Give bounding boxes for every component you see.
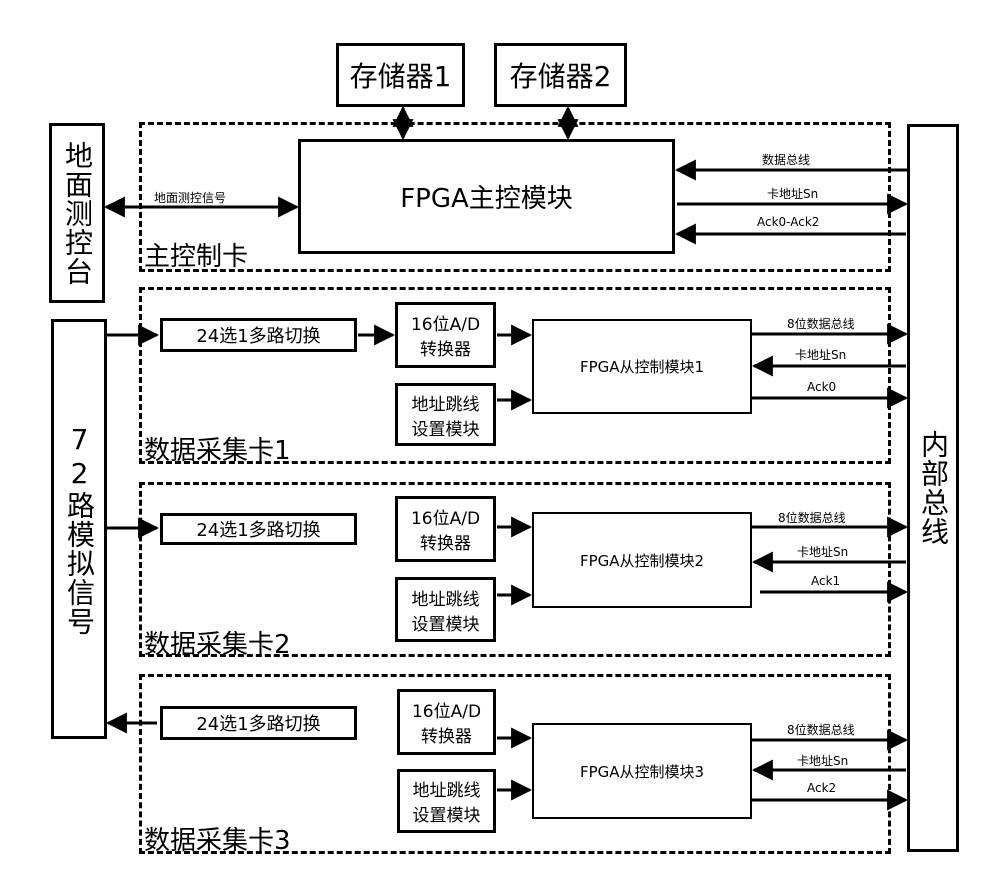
adc3-box: 16位A/D 转换器 [397, 689, 496, 755]
card2-ack-label: Ack1 [811, 574, 841, 588]
card2-label: 数据采集卡2 [144, 630, 291, 660]
storage-1-label: 存储器1 [349, 60, 452, 93]
adc3-line1: 16位A/D [411, 702, 482, 722]
fpga-slave2-box: FPGA从控制模块2 [532, 512, 752, 608]
fpga-slave1-box: FPGA从控制模块1 [532, 319, 752, 414]
adc1-line2: 转换器 [420, 340, 471, 360]
jumper1-line2: 设置模块 [411, 419, 480, 440]
jumper1-line1: 地址跳线 [411, 394, 480, 415]
fpga-slave2-label: FPGA从控制模块2 [579, 551, 705, 570]
mux2-box: 24选1多路切换 [160, 513, 357, 545]
adc1-box: 16位A/D 转换器 [395, 302, 496, 368]
card3-data-label: 8位数据总线 [787, 723, 855, 737]
fpga-master-label: FPGA主控模块 [400, 184, 573, 214]
main-control-card-boundary [139, 122, 891, 272]
data-card3-boundary [139, 674, 891, 854]
storage-2-label: 存储器2 [509, 60, 612, 93]
mux3-label: 24选1多路切换 [196, 714, 321, 735]
data-card1-boundary [139, 287, 891, 464]
card1-label: 数据采集卡1 [144, 436, 291, 466]
jumper1-box: 地址跳线设置模块 [395, 383, 496, 446]
storage-2-box: 存储器2 [494, 43, 627, 107]
data-card2-boundary [139, 482, 891, 657]
jumper3-box: 地址跳线设置模块 [397, 769, 496, 833]
internal-bus-box: 内部总线 [907, 124, 959, 852]
card2-addr-label: 卡地址Sn [797, 545, 849, 559]
internal-bus-label: 内部总线 [917, 430, 950, 546]
adc2-box: 16位A/D 转换器 [395, 496, 496, 562]
jumper2-box: 地址跳线设置模块 [395, 577, 496, 642]
mux1-label: 24选1多路切换 [196, 326, 321, 347]
adc1-line1: 16位A/D [410, 315, 481, 335]
ground-station-box: 地面测控台 [49, 123, 105, 303]
card3-ack-label: Ack2 [807, 781, 837, 795]
adc2-line1: 16位A/D [410, 509, 481, 529]
analog-signal-box: 72路模拟信号 [51, 319, 107, 739]
fpga-master-box: FPGA主控模块 [298, 139, 675, 254]
jumper2-line1: 地址跳线 [411, 589, 480, 610]
analog-signal-label: 72路模拟信号 [63, 422, 96, 636]
jumper2-line2: 设置模块 [411, 614, 480, 635]
mux2-label: 24选1多路切换 [196, 520, 321, 541]
fpga-slave3-label: FPGA从控制模块3 [579, 762, 705, 781]
jumper3-line1: 地址跳线 [412, 781, 481, 801]
card1-addr-label: 卡地址Sn [795, 348, 847, 362]
ground-station-label: 地面测控台 [61, 140, 94, 286]
adc3-line2: 转换器 [421, 727, 472, 747]
main-card-label: 主控制卡 [144, 242, 249, 272]
card2-data-label: 8位数据总线 [778, 511, 846, 525]
fpga-slave1-label: FPGA从控制模块1 [579, 358, 705, 376]
fpga-slave3-box: FPGA从控制模块3 [532, 723, 752, 819]
jumper3-line2: 设置模块 [412, 806, 481, 826]
mux3-box: 24选1多路切换 [160, 706, 357, 740]
card3-addr-label: 卡地址Sn [797, 754, 849, 768]
mux1-box: 24选1多路切换 [160, 318, 357, 352]
ground-signal-label: 地面测控信号 [154, 191, 227, 205]
adc2-line2: 转换器 [420, 534, 471, 554]
storage-1-box: 存储器1 [336, 43, 465, 107]
main-addr-label: 卡地址Sn [767, 187, 819, 201]
card1-ack-label: Ack0 [807, 380, 837, 394]
card1-data-label: 8位数据总线 [787, 317, 855, 331]
main-data-bus-label: 数据总线 [762, 153, 811, 167]
main-ack-label: Ack0-Ack2 [757, 215, 820, 229]
card3-label: 数据采集卡3 [144, 826, 291, 856]
